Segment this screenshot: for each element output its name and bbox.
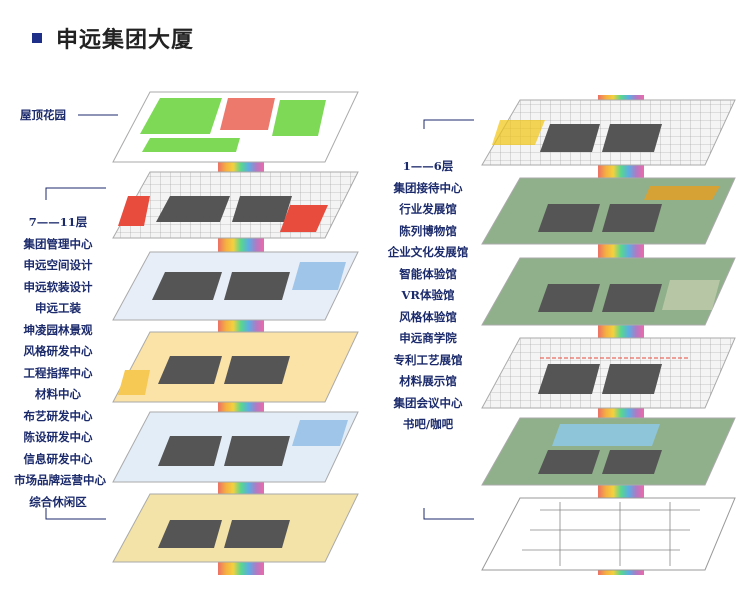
left-floor-roof-garden — [112, 91, 359, 163]
right-function-item: 行业发展馆 — [399, 202, 457, 216]
left-floor-9 — [112, 331, 359, 403]
page-title: 申远集团大厦 — [56, 28, 195, 53]
right-floor-2 — [481, 417, 736, 486]
title-marker — [32, 33, 42, 43]
right-function-item: 书吧/咖吧 — [402, 417, 454, 431]
left-floor-11 — [112, 171, 359, 239]
left-function-item: 信息研发中心 — [23, 451, 93, 466]
roof-garden-label: 屋顶花园 — [20, 108, 66, 122]
left-bracket-bottom — [45, 508, 106, 520]
left-floor-8 — [112, 411, 359, 483]
right-bracket-bottom — [423, 508, 474, 520]
left-function-item: 陈设研发中心 — [23, 430, 93, 444]
left-function-item: 申远工装 — [35, 301, 81, 315]
left-function-item: 申远空间设计 — [23, 258, 93, 272]
left-bracket-top — [45, 187, 106, 200]
right-function-item: 企业文化发展馆 — [387, 245, 469, 259]
right-floor-1 — [481, 497, 736, 571]
right-function-item: VR体验馆 — [401, 288, 455, 302]
left-function-item: 风格研发中心 — [23, 344, 93, 358]
right-floor-3 — [481, 337, 736, 409]
right-bracket-top — [423, 119, 474, 129]
left-function-item: 材料中心 — [35, 387, 81, 401]
left-floor-7 — [112, 493, 359, 563]
left-floor-10 — [112, 251, 359, 321]
right-floors-label: 1——6层 — [402, 159, 454, 173]
left-function-item: 集团管理中心 — [23, 236, 93, 251]
right-function-item: 风格体验馆 — [399, 309, 457, 324]
left-function-list: 7——11层 集团管理中心 申远空间设计 申远软装设计 申远工装 坤凌园林景观 … — [14, 212, 106, 513]
right-floor-5 — [481, 177, 736, 245]
right-function-list: 1——6层 集团接待中心 行业发展馆 陈列博物馆 企业文化发展馆 智能体验馆 V… — [378, 156, 478, 436]
right-function-item: 集团接待中心 — [393, 180, 463, 195]
left-function-item: 工程指挥中心 — [23, 365, 93, 380]
left-function-item: 坤凌园林景观 — [23, 322, 93, 337]
left-function-item: 综合休闲区 — [29, 494, 87, 509]
left-floors-label: 7——11层 — [28, 215, 88, 229]
left-function-item: 布艺研发中心 — [23, 408, 93, 423]
right-function-item: 材料展示馆 — [399, 374, 457, 388]
right-core-spine — [598, 95, 644, 575]
right-floor-6 — [481, 99, 736, 166]
right-function-item: 集团会议中心 — [393, 395, 463, 410]
right-function-item: 专利工艺展馆 — [393, 352, 463, 367]
right-function-item: 申远商学院 — [399, 331, 457, 345]
right-function-item: 智能体验馆 — [399, 266, 457, 281]
right-floor-4 — [481, 257, 736, 326]
left-function-item: 申远软装设计 — [23, 279, 93, 294]
right-function-item: 陈列博物馆 — [399, 223, 457, 238]
left-function-item: 市场品牌运营中心 — [14, 473, 106, 487]
